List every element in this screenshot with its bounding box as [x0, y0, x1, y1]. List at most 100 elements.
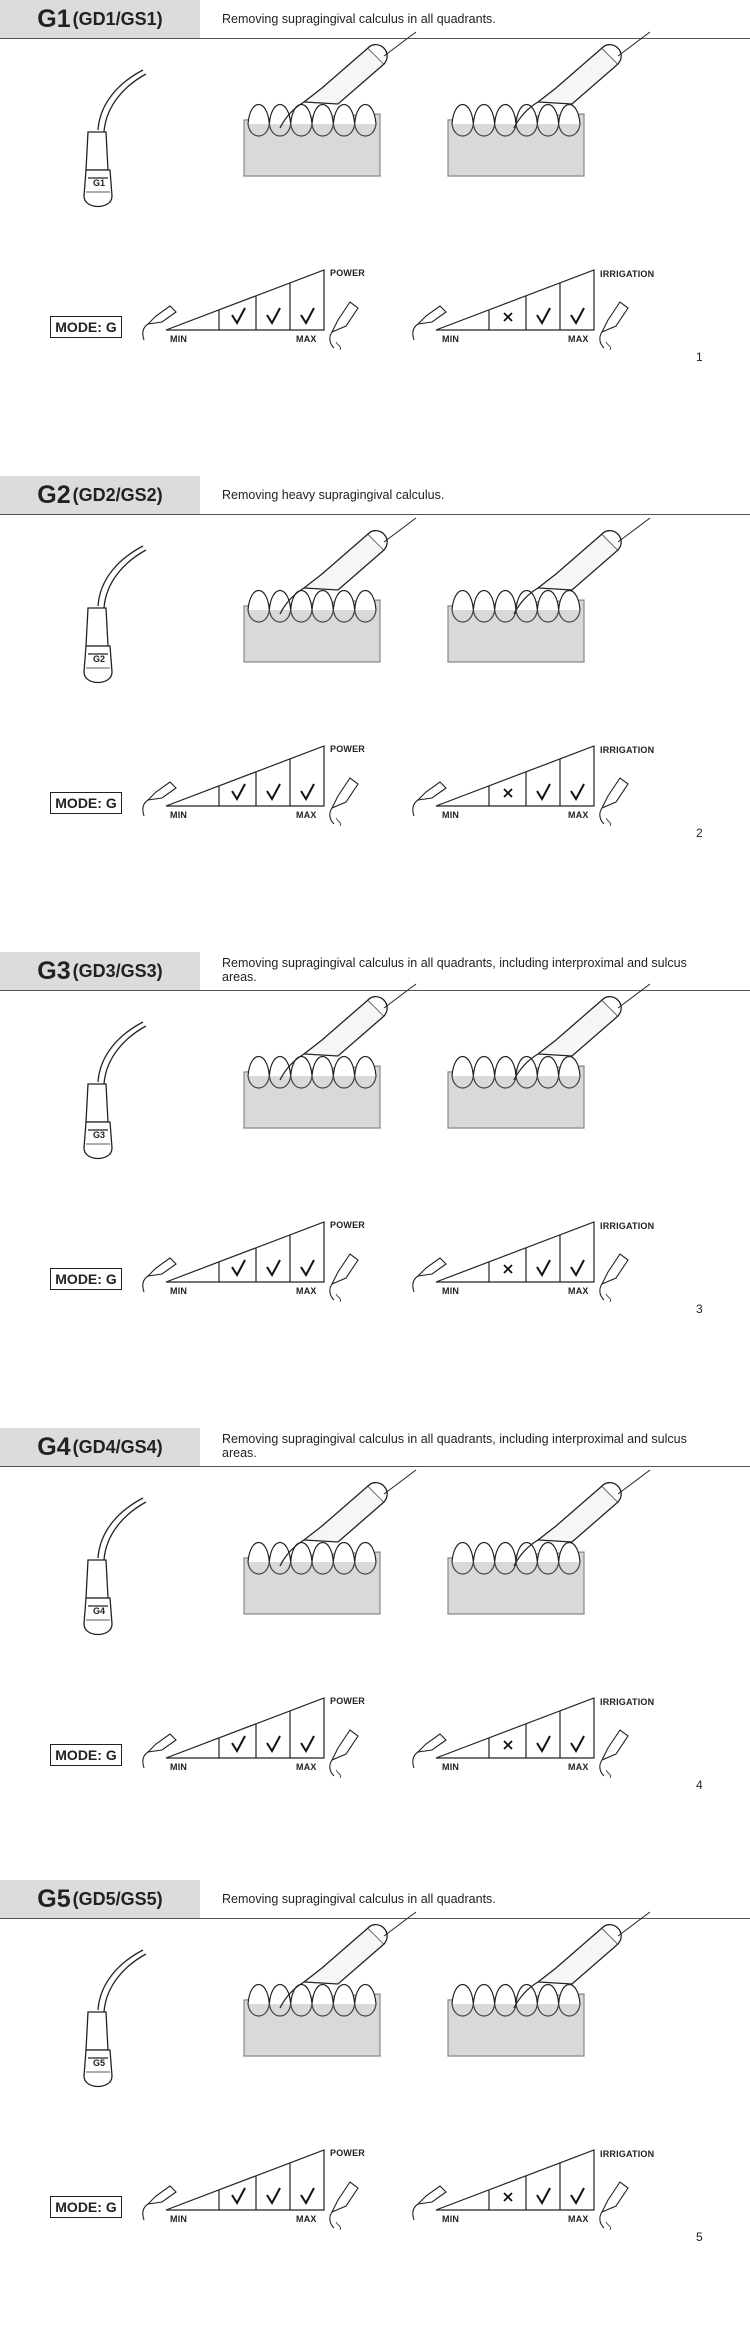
- tip-section-g1: G1 (GD1/GS1) Removing supragingival calc…: [0, 0, 750, 456]
- irrigation-scale-triangle: [435, 745, 595, 807]
- tip-description: Removing supragingival calculus in all q…: [222, 1432, 687, 1460]
- scaler-tip-icon: [83, 69, 147, 208]
- check-icon: [231, 2187, 246, 2205]
- small-handpiece-icon: [142, 305, 177, 341]
- check-icon: [231, 307, 246, 325]
- teeth-illustration: [243, 590, 381, 663]
- tip-illustrations: G2: [83, 517, 651, 684]
- tip-section-g3: G3 (GD3/GS3) Removing supragingival calc…: [0, 952, 750, 1408]
- section-header: G4 (GD4/GS4): [0, 1428, 200, 1466]
- header-divider: [0, 990, 750, 991]
- power-min-label: MIN: [170, 1286, 188, 1296]
- tip-section-g4: G4 (GD4/GS4) Removing supragingival calc…: [0, 1428, 750, 1884]
- power-label: POWER: [330, 1696, 366, 1706]
- teeth-illustration: [243, 1984, 381, 2057]
- header-divider: [0, 38, 750, 39]
- tip-variants: (GD4/GS4): [72, 1436, 163, 1457]
- power-label: POWER: [330, 1220, 366, 1230]
- check-icon: [536, 1259, 551, 1277]
- tip-section-g2: G2 (GD2/GS2) Removing heavy supragingiva…: [0, 476, 750, 932]
- tip-variants: (GD2/GS2): [72, 484, 163, 505]
- cross-icon: [503, 1740, 513, 1750]
- tip-description: Removing heavy supragingival calculus.: [222, 488, 445, 502]
- mode-box: MODE: G: [50, 1744, 122, 1766]
- tip-code: G5: [37, 1884, 71, 1913]
- page-number: 5: [696, 2230, 703, 2244]
- small-handpiece-icon: [142, 1733, 177, 1769]
- large-handpiece-icon: [329, 2181, 359, 2231]
- tip-label: G3: [93, 1130, 105, 1140]
- power-label: POWER: [330, 268, 366, 278]
- check-icon: [570, 1735, 585, 1753]
- tip-variants: (GD3/GS3): [72, 960, 163, 981]
- check-icon: [536, 2187, 551, 2205]
- settings-scales: [142, 1697, 629, 1779]
- mode-box: MODE: G: [50, 316, 122, 338]
- small-handpiece-icon: [412, 781, 447, 817]
- tip-description: Removing supragingival calculus in all q…: [222, 12, 496, 26]
- irrigation-max-label: MAX: [568, 1762, 589, 1772]
- settings-scales: [142, 269, 629, 351]
- section-header: G1 (GD1/GS1): [0, 0, 200, 38]
- irrigation-max-label: MAX: [568, 334, 589, 344]
- check-icon: [300, 783, 315, 801]
- teeth-illustration: [243, 1056, 381, 1129]
- power-max-label: MAX: [296, 810, 317, 820]
- small-handpiece-icon: [142, 2185, 177, 2221]
- power-label: POWER: [330, 2148, 366, 2158]
- section-header: G5 (GD5/GS5): [0, 1880, 200, 1918]
- irrigation-min-label: MIN: [442, 2214, 460, 2224]
- teeth-illustration: [447, 1984, 585, 2057]
- teeth-illustration: [447, 590, 585, 663]
- cross-icon: [503, 2192, 513, 2202]
- power-max-label: MAX: [296, 1762, 317, 1772]
- large-handpiece-icon: [599, 1253, 629, 1303]
- irrigation-scale-triangle: [435, 2149, 595, 2211]
- check-icon: [266, 783, 281, 801]
- handpiece-icon: [279, 1911, 417, 2009]
- large-handpiece-icon: [329, 1253, 359, 1303]
- power-min-label: MIN: [170, 1762, 188, 1772]
- tip-code: G2: [37, 480, 71, 509]
- large-handpiece-icon: [329, 777, 359, 827]
- power-scale-triangle: [165, 269, 325, 331]
- power-label: POWER: [330, 744, 366, 754]
- settings-scales: [142, 745, 629, 827]
- settings-scales: [142, 2149, 629, 2231]
- handpiece-icon: [279, 983, 417, 1081]
- tip-code: G3: [37, 956, 71, 985]
- tip-label: G4: [93, 1606, 105, 1616]
- power-min-label: MIN: [170, 810, 188, 820]
- power-min-label: MIN: [170, 2214, 188, 2224]
- power-max-label: MAX: [296, 334, 317, 344]
- check-icon: [266, 1735, 281, 1753]
- large-handpiece-icon: [329, 301, 359, 351]
- tip-label: G2: [93, 654, 105, 664]
- handpiece-icon: [513, 983, 651, 1081]
- tip-label: G1: [93, 178, 105, 188]
- tip-section-g5: G5 (GD5/GS5) Removing supragingival calc…: [0, 1880, 750, 2336]
- page-number: 4: [696, 1778, 703, 1792]
- small-handpiece-icon: [412, 305, 447, 341]
- handpiece-icon: [513, 31, 651, 129]
- teeth-illustration: [243, 104, 381, 177]
- check-icon: [570, 307, 585, 325]
- check-icon: [536, 1735, 551, 1753]
- check-icon: [570, 783, 585, 801]
- check-icon: [536, 307, 551, 325]
- handpiece-icon: [513, 1911, 651, 2009]
- tip-illustrations: G3: [83, 983, 651, 1160]
- check-icon: [266, 307, 281, 325]
- teeth-illustration: [447, 104, 585, 177]
- tip-description: Removing supragingival calculus in all q…: [222, 956, 687, 984]
- cross-icon: [503, 312, 513, 322]
- power-scale-triangle: [165, 2149, 325, 2211]
- mode-box: MODE: G: [50, 2196, 122, 2218]
- irrigation-label: IRRIGATION: [600, 269, 655, 279]
- check-icon: [536, 783, 551, 801]
- irrigation-label: IRRIGATION: [600, 1697, 655, 1707]
- section-header: G2 (GD2/GS2): [0, 476, 200, 514]
- handpiece-icon: [279, 31, 417, 129]
- mode-box: MODE: G: [50, 792, 122, 814]
- check-icon: [300, 307, 315, 325]
